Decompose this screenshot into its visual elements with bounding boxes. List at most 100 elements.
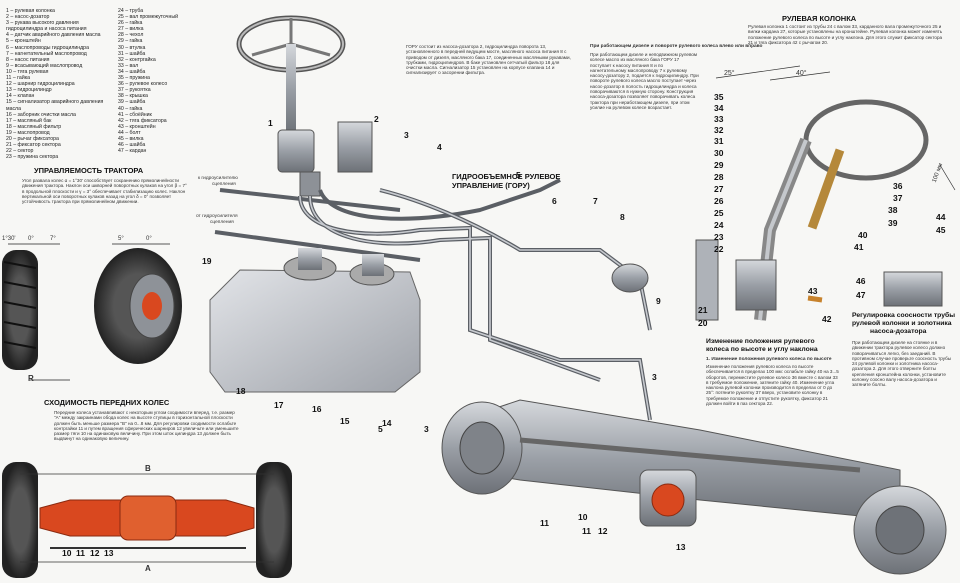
legend-item: 15 – сигнализатор аварийного давления — [6, 99, 104, 106]
legend-item: 9 – всасывающий маслопровод — [6, 62, 83, 69]
dim-zero-2: 0° — [146, 236, 152, 242]
callout-number: 22 — [714, 244, 724, 254]
text-front-wheel-toe: Передние колеса устанавливают с некоторы… — [54, 410, 239, 442]
legend-item: 17 – масляный бак — [6, 117, 52, 124]
legend-item: 10 – тяга рулевая — [6, 68, 49, 75]
legend-item: 24 – труба — [118, 8, 144, 14]
callout-number: 37 — [893, 193, 903, 203]
legend-item: 28 – чехол — [118, 32, 144, 39]
callout-number: 32 — [714, 125, 724, 135]
legend-item: 1 – рулевая колонка — [6, 8, 55, 14]
callout-number: 10 — [578, 512, 588, 522]
text-steering-column: Рулевая колонка 1 состоит из трубы 24 с … — [748, 24, 943, 45]
callout-number: 5 — [378, 424, 383, 434]
callout-number: 43 — [808, 286, 818, 296]
heading-hydraulic-steering-1: ГИДРООБЪЕМНОЕ РУЛЕВОЕ — [452, 172, 561, 181]
legend-item: 42 – тяга фиксатора — [118, 117, 167, 124]
callout-number: 27 — [714, 184, 724, 194]
legend-item: 3 – рукава высокого давления — [6, 20, 79, 27]
callout-number: 45 — [936, 225, 946, 235]
legend-item: 36 – рулевое колесо — [118, 81, 168, 88]
legend-item: 22 – сектор — [6, 148, 34, 155]
front-axle-main — [441, 399, 947, 575]
callout-number: 19 — [202, 256, 212, 266]
legend-item: 46 – шайба — [118, 142, 146, 149]
callout-number: 30 — [714, 148, 724, 158]
legend-item: 21 – фиксатор сектора — [6, 142, 61, 149]
dim-alpha: 1°30' — [2, 236, 16, 242]
legend-item: 37 – рукоятка — [118, 87, 151, 94]
dim-delta: 5° — [118, 236, 124, 242]
dim-angle-40: 40° — [796, 70, 807, 77]
text-tractor-control: Угол развала колес α = 1°30' способствуе… — [22, 178, 187, 205]
toe-diagram — [2, 462, 292, 578]
callout-number: 7 — [593, 196, 598, 206]
note-to-hydraulic: к гидроусилителю — [198, 176, 238, 181]
legend-item: 41 – сбоёйник — [118, 111, 152, 118]
note-from-regulator-2: сцепления — [210, 220, 234, 225]
heading-tractor-control: УПРАВЛЯЕМОСТЬ ТРАКТОРА — [34, 166, 144, 175]
legend-item: 14 – клапан — [6, 93, 35, 100]
callout-number: 1 — [268, 118, 273, 128]
legend-item: 19 – маслопровод — [6, 129, 50, 136]
steering-column-assembly — [695, 99, 943, 321]
legend-item: 40 – гайка — [118, 105, 143, 112]
callout-number: 24 — [714, 220, 724, 230]
callout-number: 20 — [698, 318, 708, 328]
text-goru-col2: При работающем дизеле и неподвижном руле… — [590, 52, 699, 110]
callout-number: 21 — [698, 305, 708, 315]
callout-number: 3 — [424, 424, 429, 434]
legend-item: 16 – заборник очистки масла — [6, 111, 76, 118]
legend-item: 8 – насос питания — [6, 56, 50, 63]
dim-gamma: 7° — [50, 236, 56, 242]
legend-item: 34 – шайба — [118, 68, 146, 75]
callout-number: 41 — [854, 242, 864, 252]
legend-item: 7 – нагнетательный маслопровод — [6, 50, 87, 57]
steering-wheel-main — [236, 15, 346, 134]
dim-angle-25: 25° — [724, 70, 735, 77]
callout-number: 47 — [856, 290, 866, 300]
legend-item: 32 – контргайка — [118, 56, 156, 63]
legend-item: 5 – кронштейн — [6, 38, 41, 45]
callout-number: 6 — [552, 196, 557, 206]
callout-number: 2 — [374, 114, 379, 124]
callout-number: 5 — [516, 170, 521, 180]
heading-alignment-1: Регулировка соосности трубы — [852, 312, 956, 319]
legend-item: 26 – гайка — [118, 20, 143, 27]
callout-number: 44 — [936, 212, 946, 222]
callout-number: 38 — [888, 205, 898, 215]
legend-item: 47 – кардан — [118, 148, 147, 155]
legend-item: гидроцилиндра и насоса питания — [6, 26, 87, 33]
callout-number: 8 — [620, 212, 625, 222]
legend-item: 23 – пружина сектора — [6, 154, 59, 161]
callout-number: 3 — [404, 130, 409, 140]
heading-hydraulic-steering-2: УПРАВЛЕНИЕ (ГОРУ) — [452, 181, 530, 190]
callout-number: 11 — [540, 518, 549, 528]
legend-item: 13 – гидроцилиндр — [6, 87, 52, 94]
dim-r: R — [28, 374, 34, 383]
legend-item: 38 – крышка — [118, 93, 148, 100]
legend-item: 2 – насос-дозатор — [6, 14, 50, 21]
callout-number: 35 — [714, 92, 724, 102]
legend-item: 30 – втулка — [118, 44, 146, 51]
callout-number: 28 — [714, 172, 724, 182]
callout-number: 10 — [62, 548, 72, 558]
callout-number: 39 — [888, 218, 898, 228]
callout-number: 16 — [312, 404, 322, 414]
legend-item: 11 – гайка — [6, 75, 30, 82]
legend-item: 43 – кронштейн — [118, 123, 156, 130]
tire-side-left — [2, 250, 38, 370]
callout-number: 33 — [714, 114, 724, 124]
callout-number: 11 — [582, 526, 591, 536]
callout-number: 3 — [652, 372, 657, 382]
callout-number: 26 — [714, 196, 724, 206]
legend-item: 18 – масляный фильтр — [6, 123, 62, 130]
oil-tank — [209, 248, 421, 393]
callout-number: 29 — [714, 160, 724, 170]
text-goru-col1: ГОРУ состоит из насоса-дозатора 2, гидро… — [406, 44, 571, 76]
callout-number: 18 — [236, 386, 246, 396]
legend-item: масла — [6, 105, 21, 112]
